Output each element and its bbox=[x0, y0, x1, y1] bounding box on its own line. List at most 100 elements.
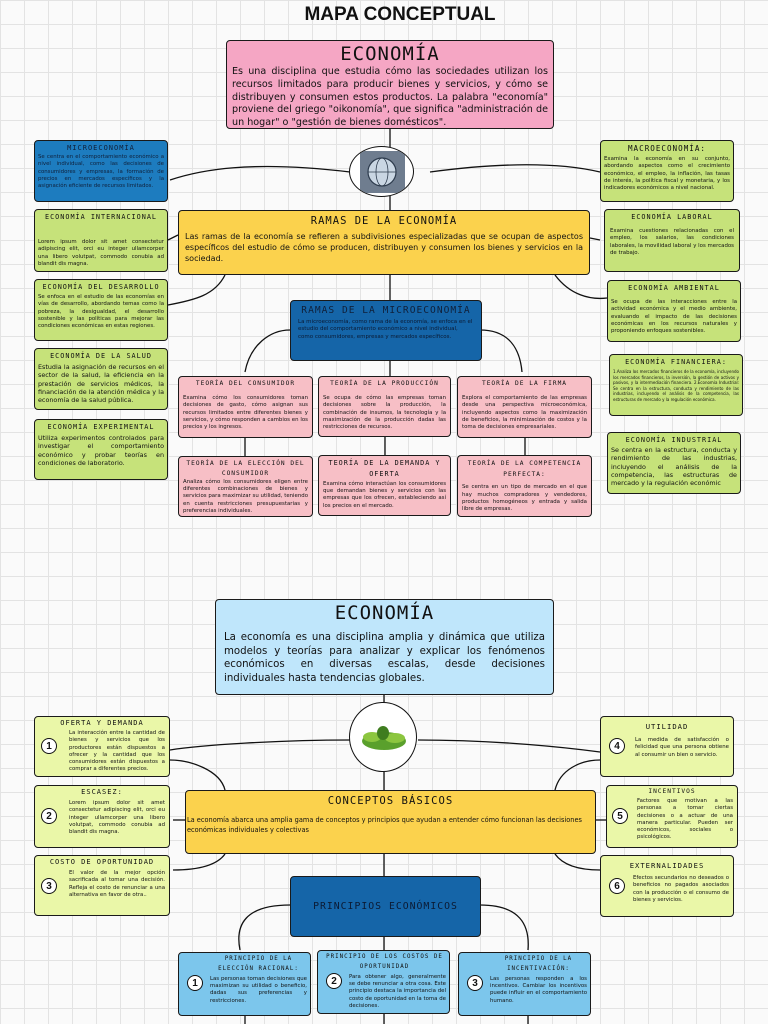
card-principio-incentivacion: 3 PRINCIPIO DE LA INCENTIVACIÓN: Las per… bbox=[458, 952, 591, 1016]
card-title: MACROECONOMÍA: bbox=[627, 144, 706, 153]
card-economia-industrial: ECONOMÍA INDUSTRIAL Se centra en la estr… bbox=[607, 432, 741, 494]
card-text: Estudia la asignación de recursos en el … bbox=[38, 363, 164, 405]
card-title: PRINCIPIO DE LA ELECCIÓN RACIONAL: bbox=[218, 956, 299, 972]
page-title: MAPA CONCEPTUAL bbox=[304, 4, 496, 25]
ramas-micro-box: RAMAS DE LA MICROECONOMÍA La microeconom… bbox=[290, 300, 482, 361]
number-badge: 3 bbox=[467, 975, 483, 991]
card-microeconomia: MICROECONOMÍA Se centra en el comportami… bbox=[34, 140, 168, 202]
card-text: Examina cuestiones relacionadas con el e… bbox=[610, 228, 734, 256]
card-costo-oportunidad: 3 COSTO DE OPORTUNIDAD El valor de la me… bbox=[34, 855, 170, 916]
card-text: 1.Analiza los mercados financieros de la… bbox=[613, 369, 739, 402]
card-title: ECONOMÍA FINANCIERA: bbox=[625, 358, 727, 366]
principios-economicos-title: PRINCIPIOS ECONÓMICOS bbox=[313, 901, 458, 912]
card-title: ECONOMÍA INDUSTRIAL bbox=[625, 436, 723, 444]
card-teoria-consumidor: TEORÍA DEL CONSUMIDOR Examina cómo los c… bbox=[178, 376, 313, 438]
card-text: Explora el comportamiento de las empresa… bbox=[462, 395, 587, 431]
conceptos-basicos-box: CONCEPTOS BÁSICOS La economía abarca una… bbox=[185, 790, 596, 854]
card-oferta-demanda: 1 OFERTA Y DEMANDA La interacción entre … bbox=[34, 716, 170, 777]
card-title: OFERTA Y DEMANDA bbox=[60, 719, 144, 727]
card-text: Se ocupa de cómo las empresas toman deci… bbox=[323, 395, 446, 431]
number-badge: 3 bbox=[41, 878, 57, 894]
plant-image bbox=[349, 702, 417, 772]
card-escasez: 2 ESCASEZ: Lorem ipsum dolor sit amet co… bbox=[34, 785, 170, 848]
economia2-main-box: ECONOMÍA La economía es una disciplina a… bbox=[215, 599, 554, 695]
card-text: Examina cómo interactúan los consumidore… bbox=[323, 480, 446, 509]
card-teoria-competencia: TEORÍA DE LA COMPETENCIA PERFECTA: Se ce… bbox=[457, 455, 592, 517]
card-title: TEORÍA DE LA DEMANDA Y OFERTA bbox=[328, 459, 441, 478]
card-utilidad: 4 UTILIDAD La medida de satisfacción o f… bbox=[600, 716, 734, 777]
card-text: Las personas toman decisiones que maximi… bbox=[210, 975, 307, 1004]
card-text: Se centra en la estructura, conducta y r… bbox=[611, 446, 737, 488]
card-title: ECONOMÍA DEL DESARROLLO bbox=[42, 283, 160, 291]
ramas-micro-title: RAMAS DE LA MICROECONOMÍA bbox=[301, 305, 471, 316]
card-teoria-demanda-oferta: TEORÍA DE LA DEMANDA Y OFERTA Examina có… bbox=[318, 455, 451, 516]
card-text: Examina la economía en su conjunto, abor… bbox=[604, 156, 730, 192]
globe-image bbox=[349, 146, 414, 197]
economia2-main-text: La economía es una disciplina amplia y d… bbox=[224, 632, 545, 684]
card-title: TEORÍA DE LA PRODUCCIÓN bbox=[330, 380, 439, 387]
card-text: Lorem ipsum dolor sit amet consectetur a… bbox=[38, 239, 164, 267]
card-title: TEORÍA DE LA ELECCIÓN DEL CONSUMIDOR bbox=[186, 460, 305, 477]
number-badge: 2 bbox=[326, 973, 342, 989]
number-badge: 2 bbox=[41, 808, 57, 824]
card-incentivos: 5 INCENTIVOS Factores que motivan a las … bbox=[606, 785, 738, 848]
card-text: Para obtener algo, generalmente se debe … bbox=[349, 973, 446, 1009]
card-text: La medida de satisfacción o felicidad qu… bbox=[635, 737, 729, 758]
card-text: Factores que motivan a las personas a to… bbox=[637, 798, 733, 841]
card-title: TEORÍA DE LA FIRMA bbox=[481, 380, 568, 387]
card-externalidades: 6 EXTERNALIDADES Efectos secundarios no … bbox=[600, 855, 734, 917]
card-economia-laboral: ECONOMÍA LABORAL Examina cuestiones rela… bbox=[604, 209, 740, 272]
card-title: COSTO DE OPORTUNIDAD bbox=[49, 858, 155, 866]
ramas-economia-text: Las ramas de la economía se refieren a s… bbox=[185, 232, 583, 263]
conceptos-basicos-text: La economía abarca una amplia gama de co… bbox=[187, 816, 582, 834]
card-title: ECONOMÍA DE LA SALUD bbox=[50, 352, 152, 360]
card-economia-experimental: ECONOMÍA EXPERIMENTAL Utiliza experiment… bbox=[34, 419, 168, 480]
card-economia-ambiental: ECONOMÍA AMBIENTAL Se ocupa de las inter… bbox=[607, 280, 741, 342]
ramas-economia-box: RAMAS DE LA ECONOMÍA Las ramas de la eco… bbox=[178, 210, 590, 275]
card-text: Se enfoca en el estudio de las economías… bbox=[38, 294, 164, 330]
card-title: MICROECONOMÍA bbox=[67, 144, 135, 152]
card-text: Se centra en el comportamiento económico… bbox=[38, 154, 164, 190]
card-economia-desarrollo: ECONOMÍA DEL DESARROLLO Se enfoca en el … bbox=[34, 279, 168, 341]
card-text: Efectos secundarios no deseados o benefi… bbox=[633, 875, 729, 903]
card-title: ECONOMÍA AMBIENTAL bbox=[628, 284, 720, 292]
number-badge: 1 bbox=[41, 738, 57, 754]
card-teoria-firma: TEORÍA DE LA FIRMA Explora el comportami… bbox=[457, 376, 592, 438]
card-text: Se ocupa de las interacciones entre la a… bbox=[611, 299, 737, 335]
card-title: PRINCIPIO DE LOS COSTOS DE OPORTUNIDAD bbox=[326, 954, 443, 970]
card-title: ECONOMÍA EXPERIMENTAL bbox=[47, 423, 155, 431]
ramas-economia-title: RAMAS DE LA ECONOMÍA bbox=[310, 215, 458, 227]
card-text: Examina cómo los consumidores toman deci… bbox=[183, 395, 308, 431]
economia-main-title: ECONOMÍA bbox=[340, 43, 440, 65]
card-text: Se centra en un tipo de mercado en el qu… bbox=[462, 484, 587, 513]
number-badge: 5 bbox=[612, 808, 628, 824]
card-text: Lorem ipsum dolor sit amet consectetur a… bbox=[69, 800, 165, 836]
card-title: ESCASEZ: bbox=[81, 788, 123, 796]
card-text: Utiliza experimentos controlados para in… bbox=[38, 434, 164, 467]
number-badge: 4 bbox=[609, 738, 625, 754]
card-title: INCENTIVOS bbox=[648, 788, 696, 795]
conceptos-basicos-title: CONCEPTOS BÁSICOS bbox=[327, 795, 454, 807]
card-text: El valor de la mejor opción sacrificada … bbox=[69, 870, 165, 898]
economia-main-text: Es una disciplina que estudia cómo las s… bbox=[232, 66, 548, 128]
card-macroeconomia: MACROECONOMÍA: Examina la economía en su… bbox=[600, 140, 734, 202]
number-badge: 6 bbox=[609, 878, 625, 894]
card-economia-internacional: ECONOMÍA INTERNACIONAL Lorem ipsum dolor… bbox=[34, 209, 168, 272]
card-text: Analiza cómo los consumidores eligen ent… bbox=[183, 478, 308, 515]
card-title: ECONOMÍA INTERNACIONAL bbox=[44, 213, 158, 221]
card-title: TEORÍA DE LA COMPETENCIA PERFECTA: bbox=[467, 460, 582, 479]
card-title: PRINCIPIO DE LA INCENTIVACIÓN: bbox=[504, 956, 573, 972]
economia2-main-title: ECONOMÍA bbox=[334, 602, 435, 624]
card-title: ECONOMÍA LABORAL bbox=[631, 213, 713, 221]
card-principio-eleccion: 1 PRINCIPIO DE LA ELECCIÓN RACIONAL: Las… bbox=[178, 952, 311, 1016]
card-principio-costos: 2 PRINCIPIO DE LOS COSTOS DE OPORTUNIDAD… bbox=[317, 950, 450, 1014]
principios-economicos-box: PRINCIPIOS ECONÓMICOS bbox=[290, 876, 481, 937]
number-badge: 1 bbox=[187, 975, 203, 991]
card-economia-salud: ECONOMÍA DE LA SALUD Estudia la asignaci… bbox=[34, 348, 168, 410]
card-teoria-produccion: TEORÍA DE LA PRODUCCIÓN Se ocupa de cómo… bbox=[318, 376, 451, 437]
card-economia-financiera: ECONOMÍA FINANCIERA: 1.Analiza los merca… bbox=[609, 354, 743, 416]
card-text: La interacción entre la cantidad de bien… bbox=[69, 730, 165, 773]
card-title: EXTERNALIDADES bbox=[629, 861, 705, 870]
economia-main-box: ECONOMÍA Es una disciplina que estudia c… bbox=[226, 40, 554, 129]
